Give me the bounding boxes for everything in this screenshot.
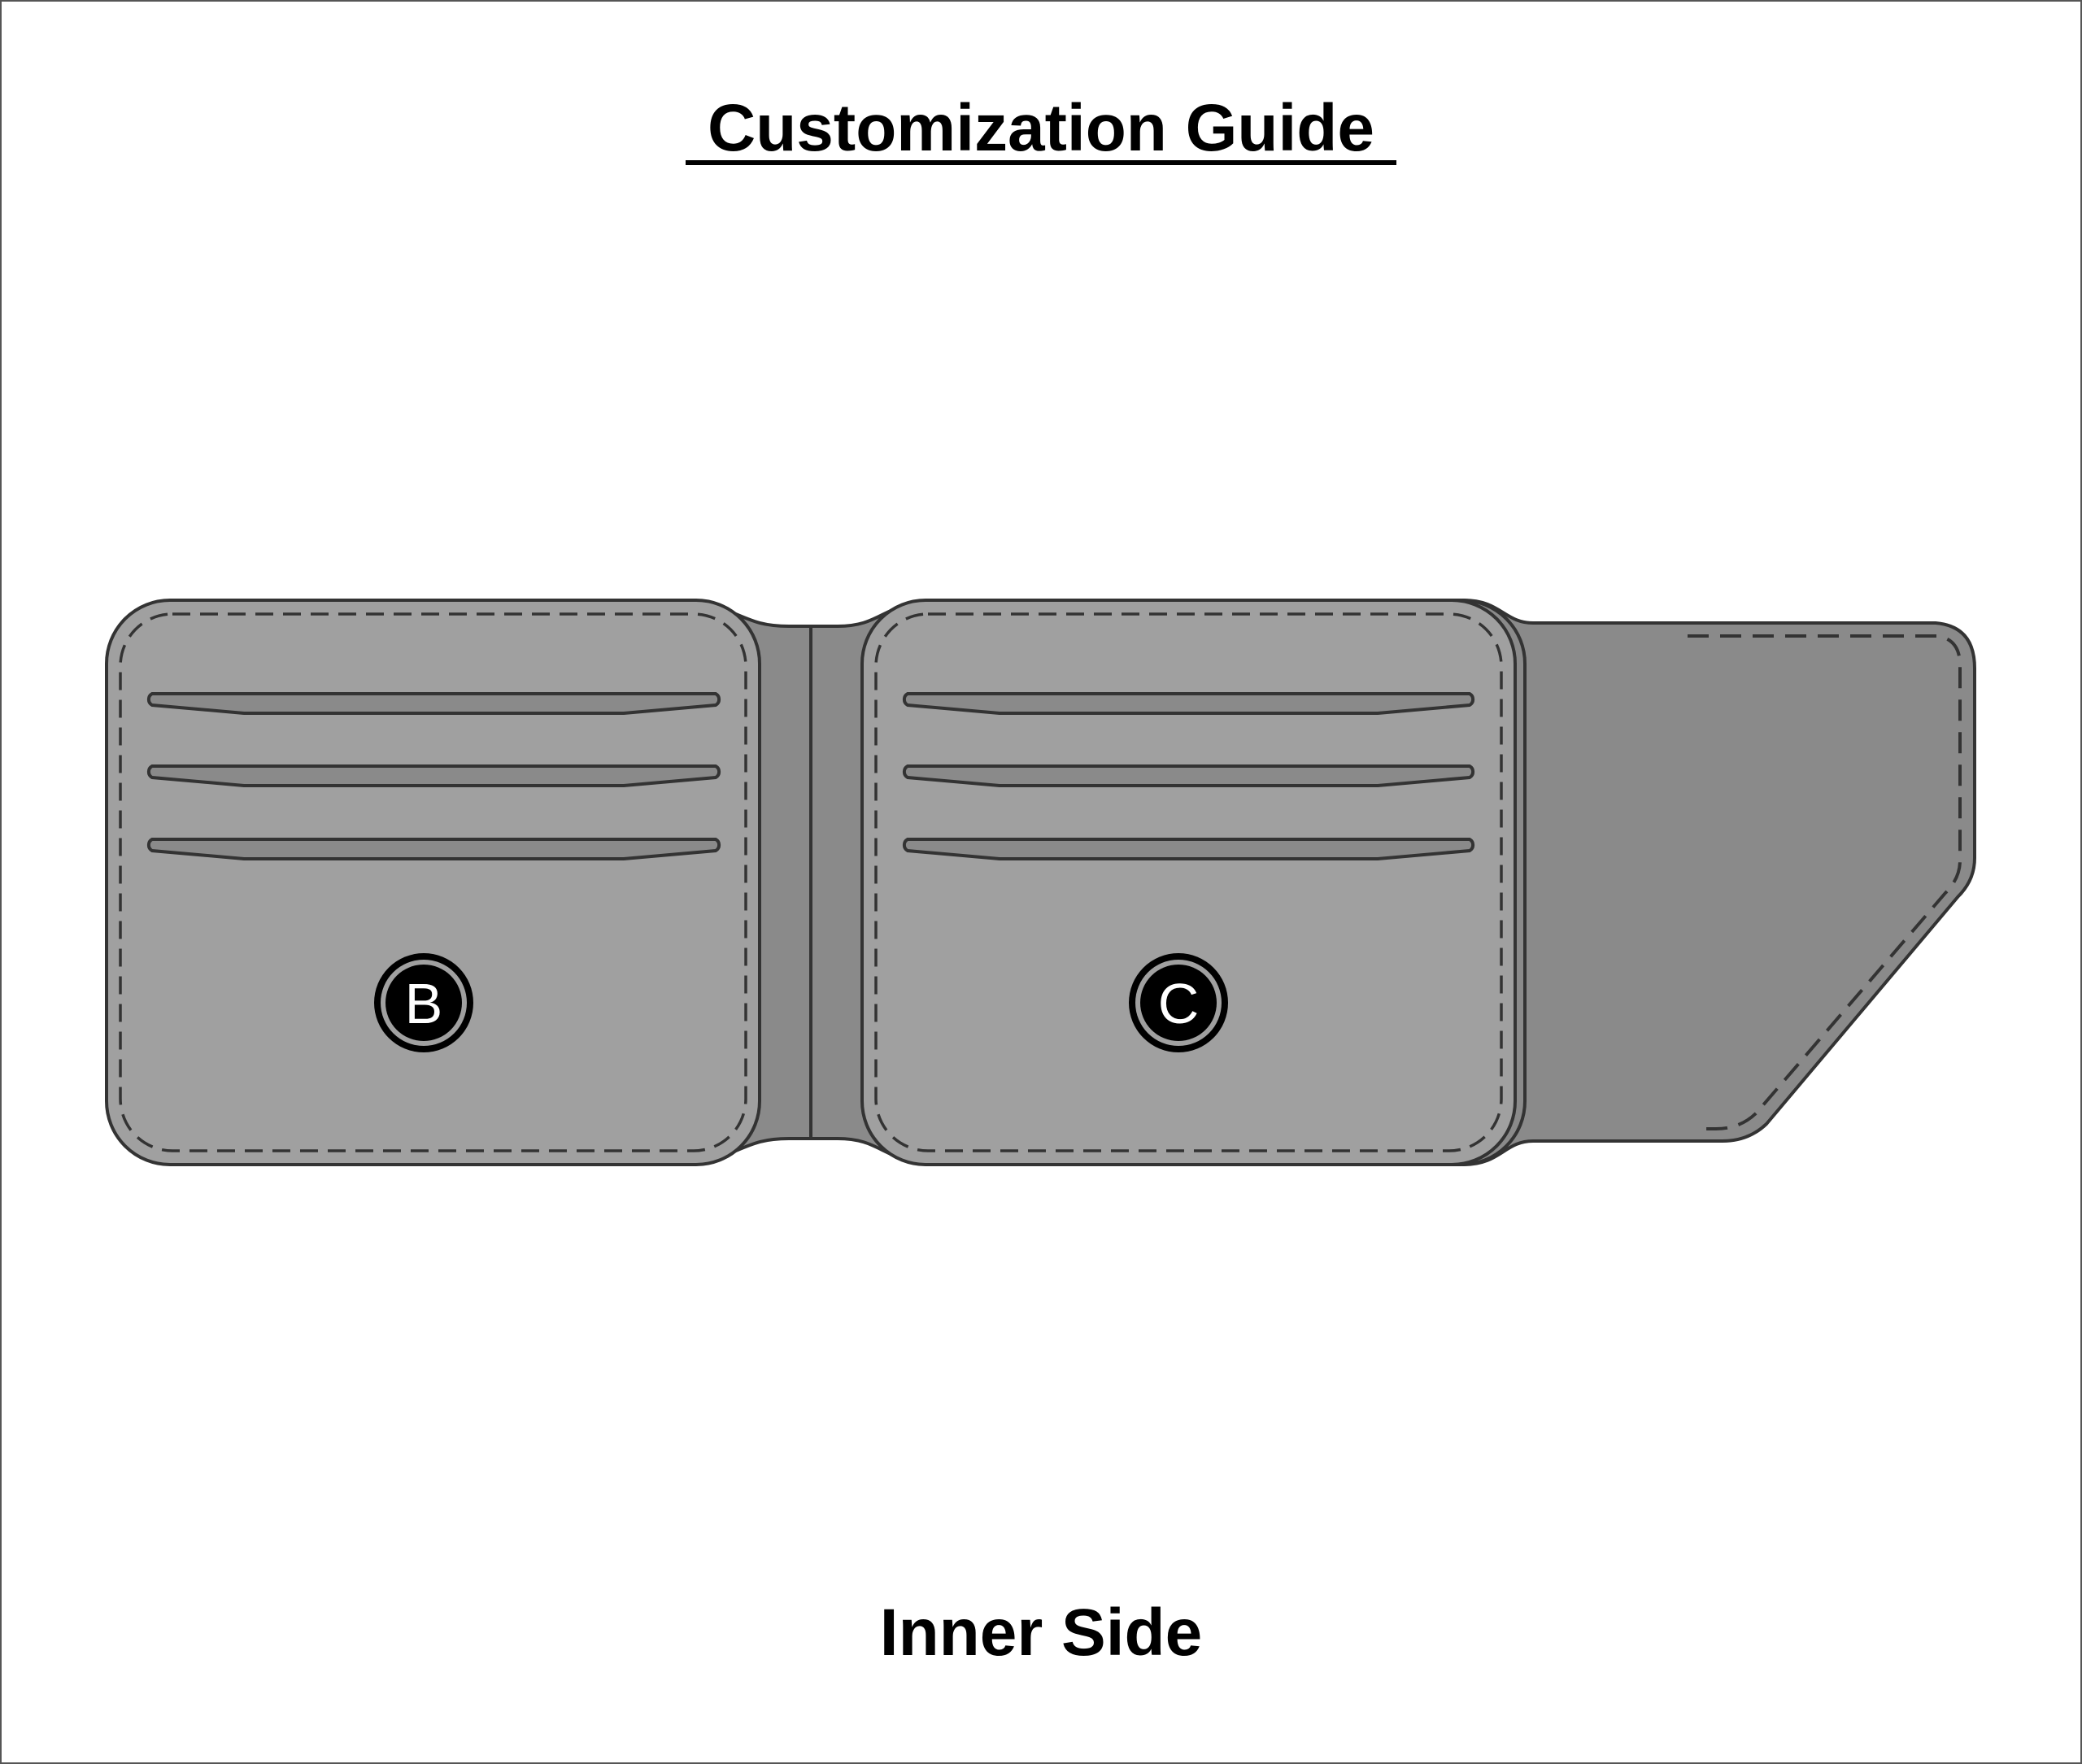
caption: Inner Side	[880, 1596, 1202, 1670]
badge-c[interactable]: C	[1129, 953, 1228, 1052]
panel-c-stitching	[874, 612, 1503, 1152]
flap-stitching	[1688, 634, 1962, 1130]
card-slot	[902, 838, 1475, 860]
badge-c-label: C	[1158, 972, 1200, 1035]
panel-c	[860, 599, 1517, 1166]
wallet-flap	[1462, 598, 1976, 1167]
panel-b	[105, 599, 761, 1166]
page-title: Customization Guide	[708, 91, 1374, 165]
card-slot	[902, 764, 1475, 787]
badge-b-label: B	[405, 972, 443, 1035]
card-slot	[902, 692, 1475, 715]
card-slot	[146, 692, 721, 715]
wallet-inner-side	[105, 598, 1976, 1167]
panel-b-stitching	[119, 612, 747, 1152]
card-slot	[146, 838, 721, 860]
badge-b[interactable]: B	[374, 953, 473, 1052]
card-slot	[146, 764, 721, 787]
